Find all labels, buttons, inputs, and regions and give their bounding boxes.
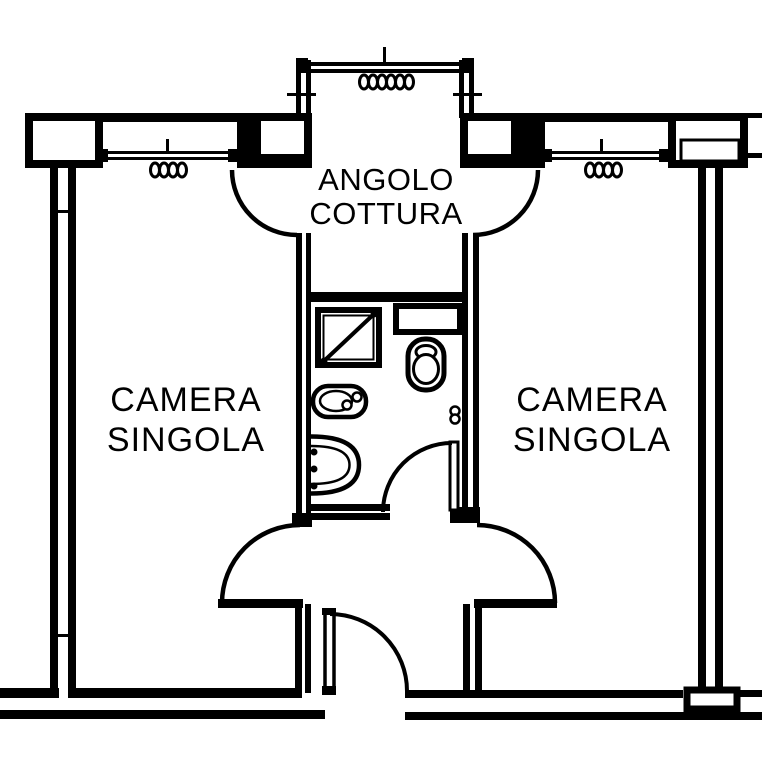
bedroom-left-label-line2: SINGOLA (107, 421, 265, 459)
bedroom-right-label-line1: CAMERA (516, 381, 667, 419)
bedroom-right-label-line2: SINGOLA (513, 421, 671, 459)
bay-window (253, 47, 519, 162)
window-coil-icon (149, 161, 188, 179)
door-swing-arc (329, 612, 409, 692)
window-coil-icon (584, 161, 623, 179)
outer-walls (0, 113, 762, 720)
bidet-icon (310, 383, 369, 420)
door-swing-arc (472, 169, 541, 238)
bay-pier-right (460, 113, 519, 162)
bathroom-fixtures (310, 303, 463, 496)
toilet-icon (405, 336, 447, 393)
entrance-door-leaf (323, 610, 336, 694)
washbasin-icon (310, 434, 362, 496)
door-swing-arc (476, 522, 558, 604)
kitchenette-label-line2: COTTURA (309, 196, 462, 231)
counter-icon (393, 303, 463, 335)
door-hinge-icon (449, 405, 461, 425)
bathroom-door-leaf (448, 440, 460, 512)
corner-pier-bottom-right (683, 686, 741, 713)
entry-hall (218, 522, 558, 695)
corner-pier-top-left (25, 113, 103, 168)
door-swing-arc (229, 169, 298, 238)
shower-icon (315, 307, 382, 368)
door-swing-arc (219, 522, 301, 604)
kitchenette-doors (229, 169, 541, 238)
labels: ANGOLO COTTURA CAMERA SINGOLA CAMERA SIN… (107, 162, 671, 459)
kitchenette-label-line1: ANGOLO (318, 162, 454, 197)
bay-pier-left (253, 113, 312, 162)
window-coil-icon (358, 73, 415, 91)
bedroom-right-door-leaf (474, 599, 557, 608)
door-swing-arc (381, 441, 453, 513)
bedroom-left-door-leaf (218, 599, 303, 608)
window-right (543, 139, 668, 179)
bedroom-left-label-line1: CAMERA (110, 381, 261, 419)
window-left (99, 139, 237, 179)
bathroom-walls (292, 233, 480, 527)
